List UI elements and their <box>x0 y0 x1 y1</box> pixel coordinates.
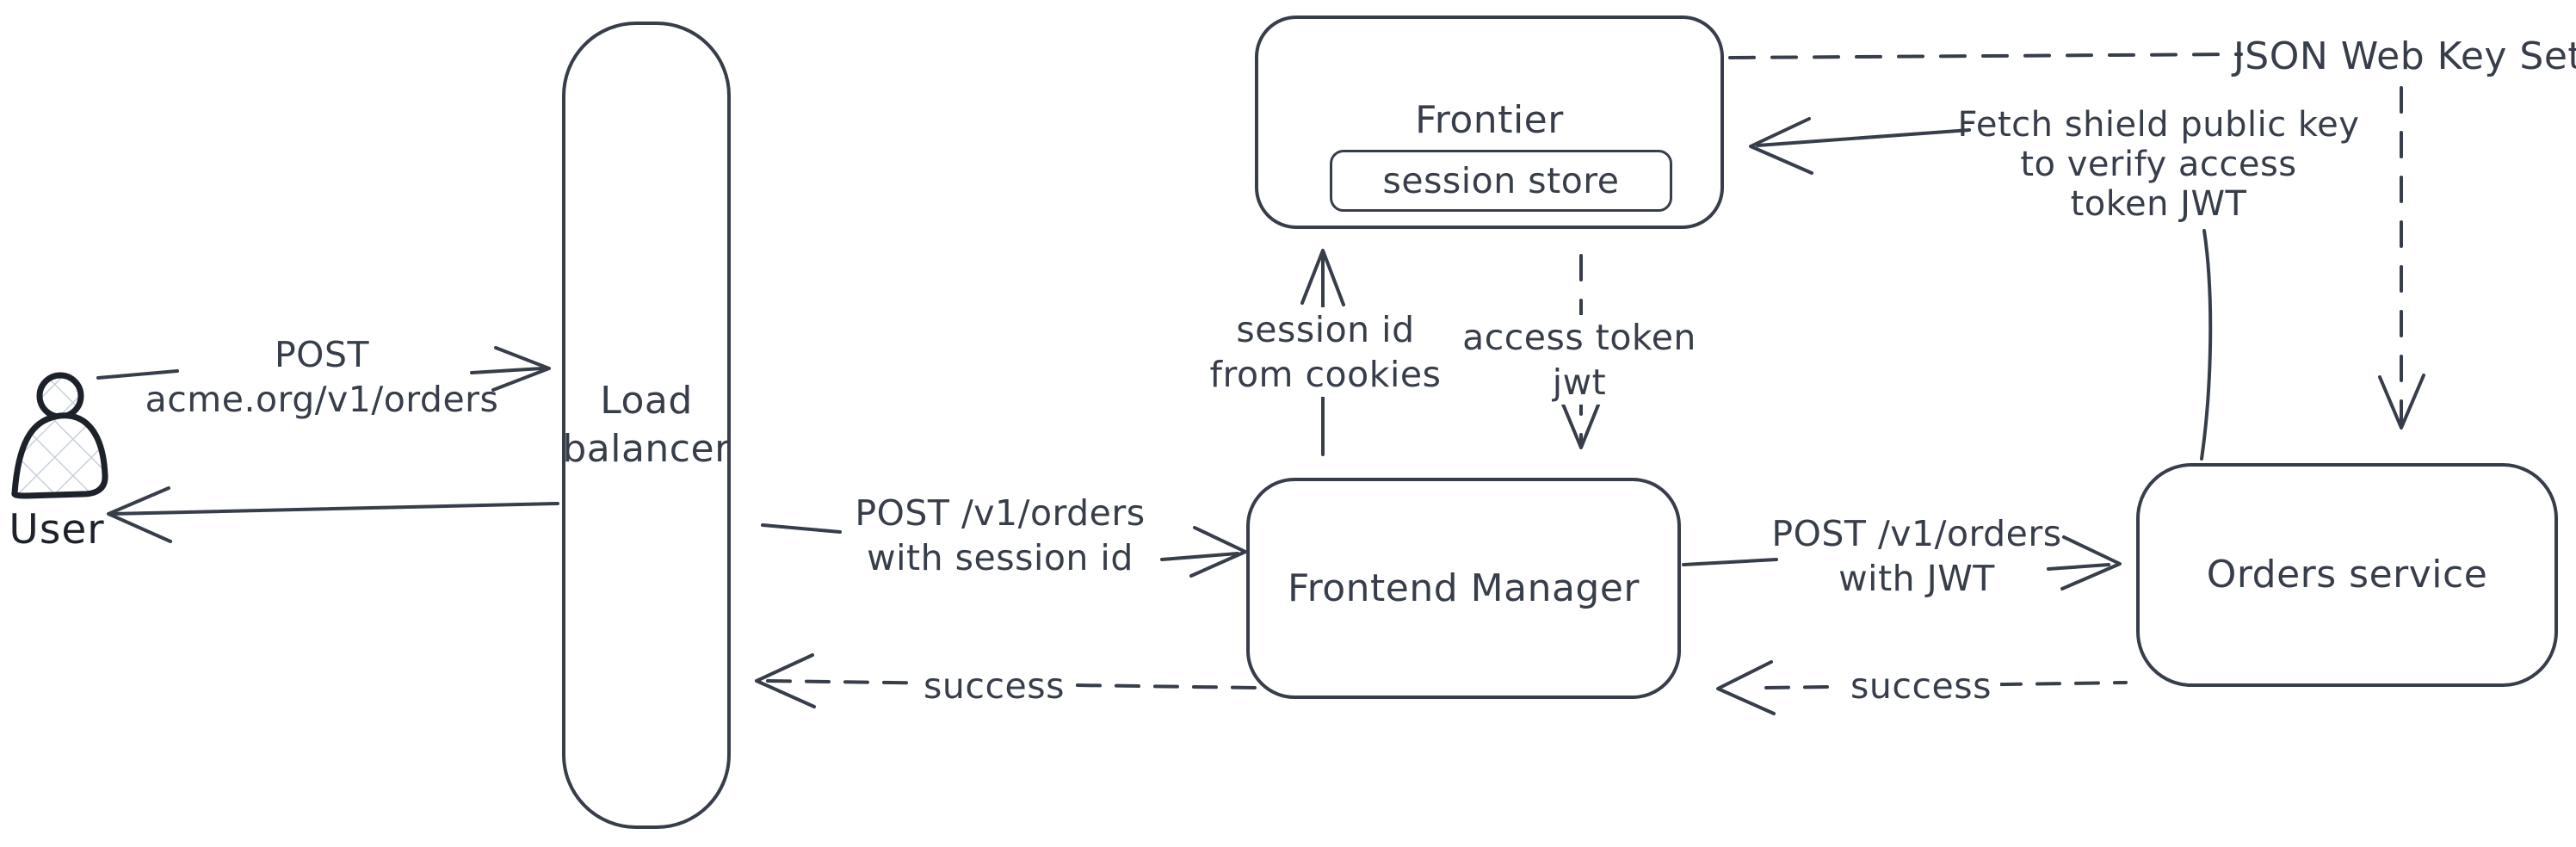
arrow-user-to-lb-head <box>491 346 551 392</box>
node-frontend-manager: Frontend Manager <box>1246 478 1681 699</box>
arrow-fm-to-lb-success-head <box>755 653 816 708</box>
arrow-fm-to-frontier-head <box>1300 249 1345 306</box>
arrow-user-to-lb-shaft <box>470 367 544 374</box>
arrow-fm-to-orders-head <box>2060 535 2122 590</box>
orders-service-label: Orders service <box>2206 553 2488 597</box>
node-session-store: session store <box>1330 150 1672 212</box>
node-frontier: Frontier session store <box>1255 15 1724 229</box>
frontend-manager-label: Frontend Manager <box>1287 566 1640 610</box>
arrow-lb-to-user-head <box>107 486 172 543</box>
arrow-user-to-lb-segment <box>96 369 179 380</box>
edge-label-fetch-shield-key: Fetch shield public key to verify access… <box>1957 105 2360 224</box>
user-icon <box>11 372 108 499</box>
edge-label-orders-to-fm-success: success <box>1842 664 2000 708</box>
connector-orders-to-fetch-label <box>2200 229 2213 461</box>
dashed-frontier-to-jwks <box>1728 53 2243 59</box>
user-icon-body <box>11 412 108 499</box>
edge-label-access-token: access token jwt <box>1454 315 1705 405</box>
arrow-frontier-to-fm-head <box>1558 393 1604 449</box>
arrow-lb-to-user-shaft <box>110 502 559 516</box>
load-balancer-label: Load balancer <box>562 379 731 471</box>
jwks-label: JSON Web Key Set <box>2233 34 2576 78</box>
frontier-label: Frontier <box>1415 98 1564 142</box>
edge-label-fm-to-orders: POST /v1/orders with JWT <box>1771 513 2062 599</box>
edge-label-user-to-lb: POST acme.org/v1/orders <box>145 334 499 420</box>
session-store-label: session store <box>1382 160 1620 201</box>
arrow-lb-to-fm-shaft <box>1160 552 1239 561</box>
node-orders-service: Orders service <box>2136 463 2558 687</box>
arrow-lb-to-fm-segment <box>761 523 842 534</box>
edge-label-fm-to-lb-success: success <box>915 664 1073 708</box>
arrow-fm-to-orders-segment <box>1682 558 1778 566</box>
user-icon-head <box>36 372 84 420</box>
arrow-orders-to-frontier-shaft <box>1756 128 1971 147</box>
node-load-balancer: Load balancer <box>562 22 731 829</box>
arrow-orders-to-fm-success-shaft <box>1764 681 2128 689</box>
arrow-jwks-to-orders-head <box>2378 374 2425 430</box>
edge-label-lb-to-fm: POST /v1/orders with session id <box>855 492 1146 578</box>
arrow-fm-to-orders-shaft <box>2047 563 2110 571</box>
user-label: User <box>9 506 105 553</box>
edge-label-session-id: session id from cookies <box>1201 307 1450 397</box>
arrow-orders-to-frontier-head <box>1749 117 1813 175</box>
arrow-orders-to-fm-success-head <box>1716 660 1776 715</box>
arrow-lb-to-fm-head <box>1189 526 1247 578</box>
